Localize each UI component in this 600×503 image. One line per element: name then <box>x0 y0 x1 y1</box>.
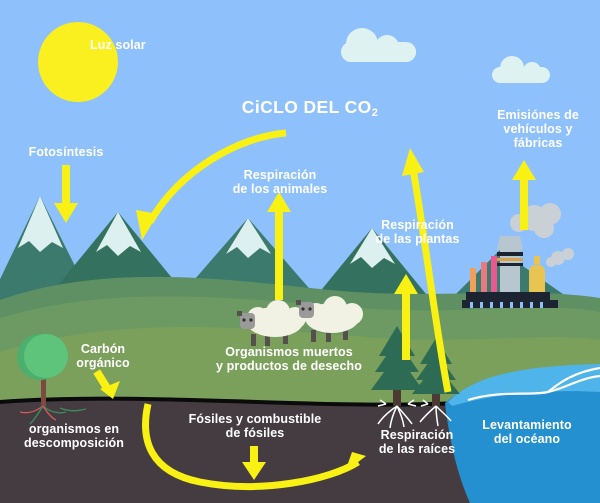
root-resp-line2: de las raíces <box>378 442 456 456</box>
label-fossils: Fósiles y combustible de fósiles <box>180 412 330 440</box>
emissions-line3: fábricas <box>513 136 563 150</box>
title-subscript: 2 <box>371 107 379 119</box>
title-text: CiCLO DEL CO <box>241 97 372 117</box>
arrowhead-ocean-to-sky <box>402 148 424 176</box>
arrow-fossils-down <box>242 446 266 480</box>
ocean-wave-1 <box>467 374 600 402</box>
label-decomposing-organisms: organismos en descomposición <box>4 422 144 450</box>
dead-org-line2: y productos de desecho <box>216 359 362 373</box>
root-resp-line1: Respiración <box>380 428 454 442</box>
factory-icon <box>462 236 558 308</box>
arrow-ocean-to-sky-curve <box>408 162 452 393</box>
ocean-line2: del océano <box>493 432 561 446</box>
arrow-animal-respiration-up <box>267 192 291 300</box>
sheep-icon-left <box>237 300 306 346</box>
ocean-line1: Levantamiento <box>482 418 572 432</box>
label-organic-carbon: Carbón orgánico <box>58 342 148 370</box>
label-sunlight: Luz solar <box>90 38 146 52</box>
dead-org-line1: Organismos muertos <box>225 345 353 359</box>
arrow-soil-curve <box>142 403 360 490</box>
label-ocean-uplift: Levantamiento del océano <box>462 418 592 446</box>
page-title: CiCLO DEL CO2 <box>220 97 400 119</box>
fossils-line2: de fósiles <box>225 426 285 440</box>
ocean-wave-2 <box>547 366 600 393</box>
arrow-co2-to-plants-curve <box>146 129 287 224</box>
label-photosynthesis: Fotosíntesis <box>28 145 104 159</box>
arrowhead-soil-curve <box>345 452 366 472</box>
arrow-photosynthesis-down <box>54 165 78 223</box>
plant-roots-left <box>19 405 87 425</box>
sun-icon <box>38 22 118 102</box>
plant-resp-line2: de las plantas <box>375 232 460 246</box>
emissions-line2: vehículos y <box>503 122 573 136</box>
arrow-emissions-up <box>512 160 536 230</box>
carbon-line1: Carbón <box>80 342 126 356</box>
carbon-line2: orgánico <box>76 356 130 370</box>
ocean-deep <box>445 366 600 503</box>
cloud-small <box>492 56 550 83</box>
decomp-line1: organismos en <box>28 422 120 436</box>
label-root-respiration: Respiración de las raíces <box>362 428 472 456</box>
label-dead-organisms: Organismos muertos y productos de desech… <box>194 345 384 373</box>
label-plant-respiration: Respiración de las plantas <box>355 218 480 246</box>
label-vehicle-emissions: Emisiónes de vehículos y fábricas <box>480 108 596 150</box>
plant-roots <box>377 399 452 429</box>
animal-resp-line2: de los animales <box>232 182 328 196</box>
fossils-line1: Fósiles y combustible <box>188 412 322 426</box>
deciduous-tree-icon <box>17 334 68 406</box>
plant-resp-line1: Respiración <box>381 218 454 232</box>
emissions-line1: Emisiónes de <box>497 108 579 122</box>
decomp-line2: descomposición <box>23 436 125 450</box>
animal-resp-line1: Respiración <box>243 168 317 182</box>
arrowhead-co2-to-plants <box>136 210 158 240</box>
arrow-plant-respiration-up <box>394 274 418 360</box>
cloud-large <box>341 28 416 62</box>
sheep-icon-right <box>296 296 363 342</box>
label-animal-respiration: Respiración de los animales <box>210 168 350 196</box>
arrow-carbon-to-soil <box>93 369 120 399</box>
